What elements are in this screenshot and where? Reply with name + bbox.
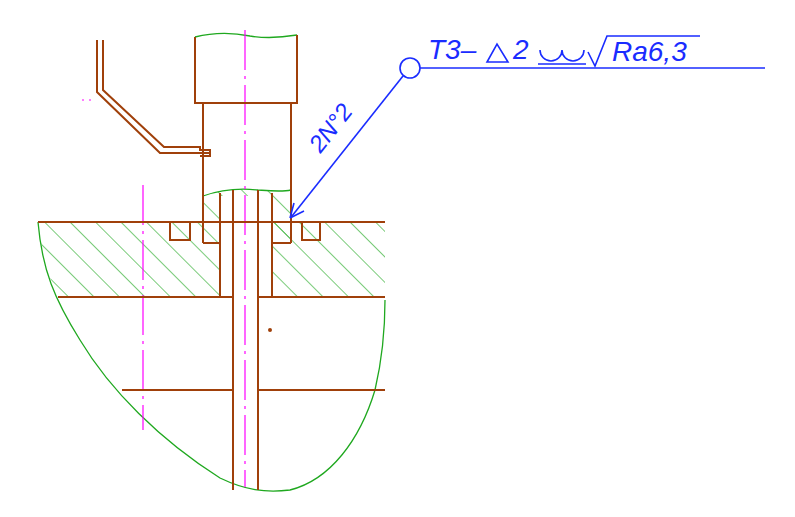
weld-symbol — [290, 36, 765, 218]
section-hatching — [38, 189, 385, 297]
part-outline — [38, 35, 385, 490]
weld-text: T3– — [428, 36, 476, 64]
weld-text: 2 — [513, 36, 529, 64]
weld-text: Ra6,3 — [612, 38, 687, 66]
center-line — [82, 30, 245, 487]
break-line — [38, 34, 385, 492]
weld-note: 2N°2 — [305, 99, 357, 156]
